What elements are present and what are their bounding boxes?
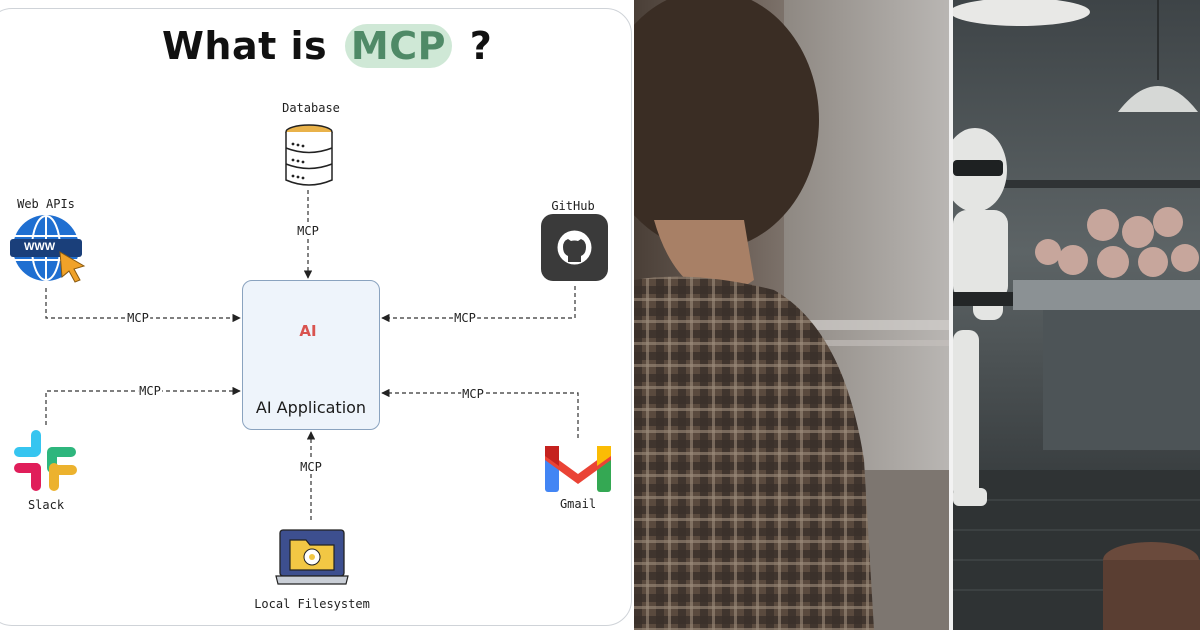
title-suffix: ? — [469, 24, 493, 68]
diagram-title: What is MCP ? — [162, 24, 492, 68]
github-icon — [541, 214, 608, 281]
photo-stormtrooper — [953, 0, 1200, 630]
edge-label-web-apis: MCP — [126, 311, 150, 325]
edge-slack — [45, 386, 241, 425]
web-apis-label: Web APIs — [17, 197, 75, 211]
ai-application-label: AI Application — [255, 398, 367, 417]
ai-badge-text: AI — [299, 322, 317, 340]
slack-label: Slack — [27, 498, 65, 512]
edge-label-github: MCP — [453, 311, 477, 325]
laptop-folder-icon — [275, 529, 349, 585]
title-prefix: What is — [162, 24, 328, 68]
photo-person — [634, 0, 949, 630]
edge-web-apis — [45, 288, 241, 323]
image-divider — [949, 0, 953, 630]
database-icon — [285, 124, 333, 186]
edge-label-filesystem: MCP — [299, 460, 323, 474]
title-highlight: MCP — [344, 24, 452, 68]
gmail-icon — [545, 446, 611, 492]
edge-github — [381, 286, 576, 323]
edge-label-gmail: MCP — [461, 387, 485, 401]
edge-label-database: MCP — [296, 224, 320, 238]
web-icon-text: WWW — [24, 241, 56, 253]
edge-gmail — [381, 388, 579, 438]
globe-icon — [10, 215, 86, 283]
diagram-panel: What is MCP ? — [0, 8, 632, 626]
gmail-label: Gmail — [559, 497, 597, 511]
database-label: Database — [282, 101, 340, 115]
ai-application-node: AI Application — [242, 280, 380, 430]
edge-label-slack: MCP — [138, 384, 162, 398]
slack-icon — [14, 430, 77, 491]
filesystem-label: Local Filesystem — [254, 597, 370, 611]
github-label: GitHub — [551, 199, 595, 213]
